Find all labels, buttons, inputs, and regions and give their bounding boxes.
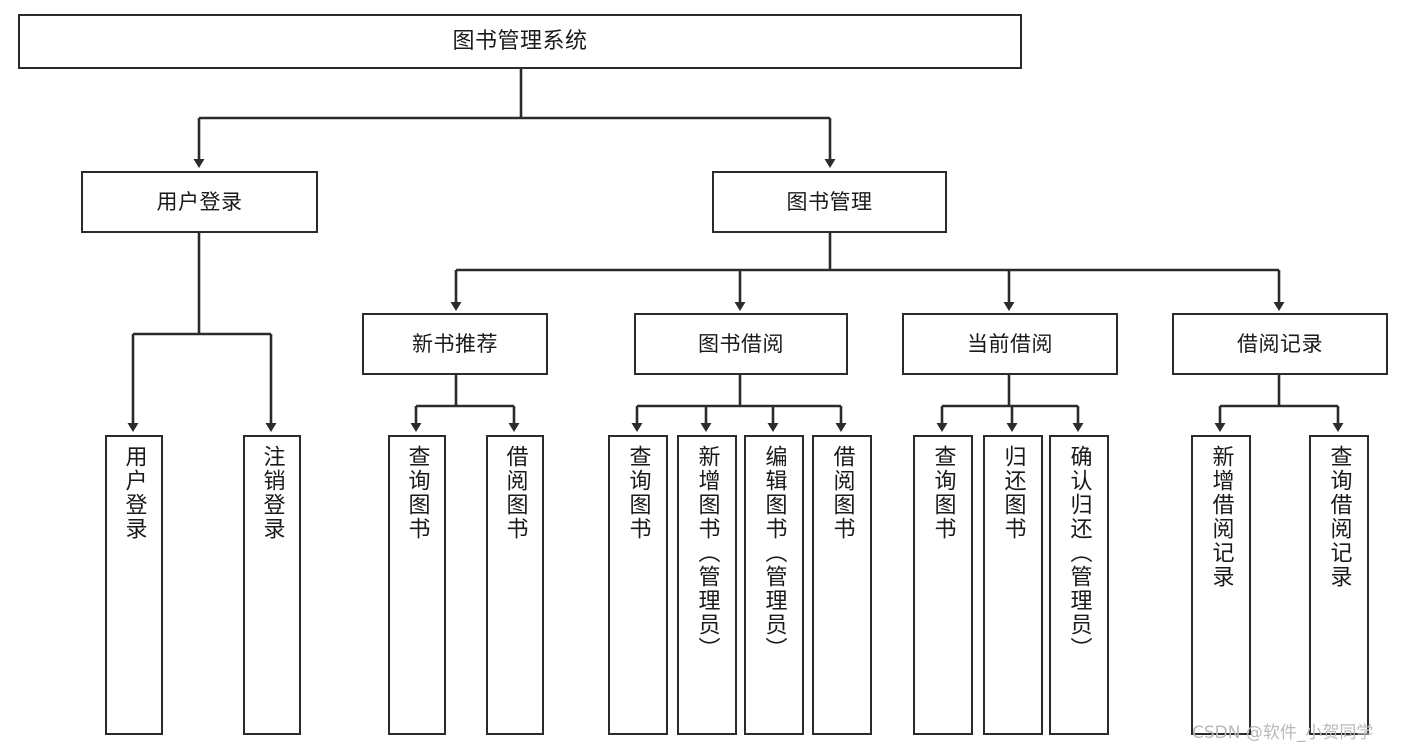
node-leaf-user-login[interactable]: 用户登录	[105, 435, 163, 735]
node-leaf-return-book-label: 归还图书	[1000, 445, 1026, 541]
node-leaf-borrow-book-rec-label: 借阅图书	[502, 445, 528, 541]
node-new-book-rec-label: 新书推荐	[412, 331, 498, 356]
node-leaf-query-book-cur-label: 查询图书	[930, 445, 956, 541]
node-leaf-edit-book-label: 编辑图书（管理员）	[761, 445, 787, 661]
node-leaf-borrow-book-rec[interactable]: 借阅图书	[486, 435, 544, 735]
node-user-login[interactable]: 用户登录	[81, 171, 318, 233]
node-borrow-record[interactable]: 借阅记录	[1172, 313, 1388, 375]
node-leaf-query-book-label: 查询图书	[625, 445, 651, 541]
node-leaf-user-login-label: 用户登录	[121, 445, 147, 541]
node-book-manage[interactable]: 图书管理	[712, 171, 947, 233]
node-borrow-record-label: 借阅记录	[1237, 331, 1323, 356]
node-book-manage-label: 图书管理	[786, 189, 873, 214]
node-leaf-add-book[interactable]: 新增图书（管理员）	[677, 435, 737, 735]
node-leaf-add-book-label: 新增图书（管理员）	[694, 445, 720, 661]
node-leaf-query-record-label: 查询借阅记录	[1326, 445, 1352, 589]
node-leaf-edit-book[interactable]: 编辑图书（管理员）	[744, 435, 804, 735]
node-leaf-borrow-book-label: 借阅图书	[829, 445, 855, 541]
node-new-book-rec[interactable]: 新书推荐	[362, 313, 548, 375]
node-book-borrow-label: 图书借阅	[698, 331, 784, 356]
watermark: CSDN @软件_小贺同学	[1192, 723, 1374, 743]
node-book-borrow[interactable]: 图书借阅	[634, 313, 848, 375]
node-leaf-query-book-cur[interactable]: 查询图书	[913, 435, 973, 735]
node-leaf-query-book-rec-label: 查询图书	[404, 445, 430, 541]
node-leaf-query-record[interactable]: 查询借阅记录	[1309, 435, 1369, 735]
node-leaf-add-record[interactable]: 新增借阅记录	[1191, 435, 1251, 735]
node-root[interactable]: 图书管理系统	[18, 14, 1022, 69]
node-leaf-confirm-return-label: 确认归还（管理员）	[1066, 445, 1092, 661]
node-root-label: 图书管理系统	[452, 28, 588, 54]
node-leaf-logout-label: 注销登录	[259, 445, 285, 541]
node-leaf-query-book[interactable]: 查询图书	[608, 435, 668, 735]
node-current-borrow-label: 当前借阅	[967, 331, 1053, 356]
node-current-borrow[interactable]: 当前借阅	[902, 313, 1118, 375]
node-leaf-confirm-return[interactable]: 确认归还（管理员）	[1049, 435, 1109, 735]
node-leaf-add-record-label: 新增借阅记录	[1208, 445, 1234, 589]
node-leaf-query-book-rec[interactable]: 查询图书	[388, 435, 446, 735]
node-leaf-borrow-book[interactable]: 借阅图书	[812, 435, 872, 735]
node-leaf-return-book[interactable]: 归还图书	[983, 435, 1043, 735]
node-leaf-logout[interactable]: 注销登录	[243, 435, 301, 735]
node-user-login-label: 用户登录	[156, 189, 243, 214]
